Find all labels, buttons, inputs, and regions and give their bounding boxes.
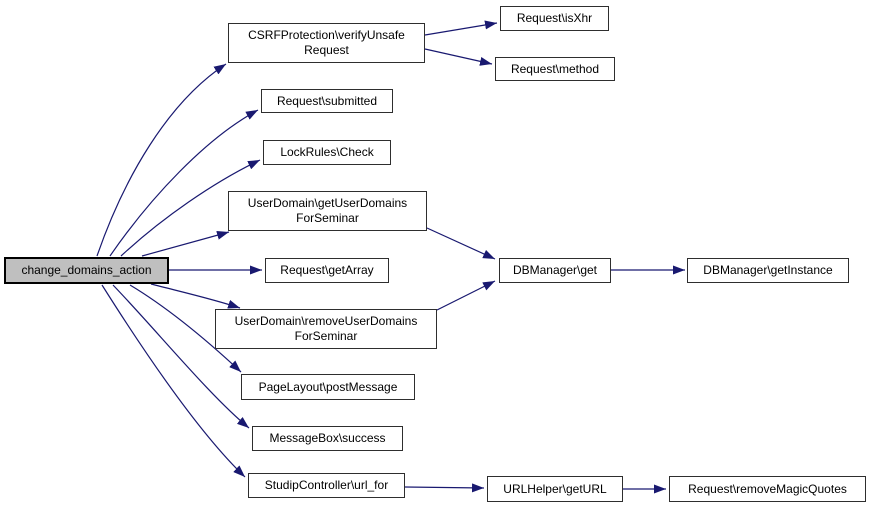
node-label: Request\isXhr: [516, 11, 593, 25]
edge-studipcontroller-url-for-to-urlhelper-geturl: [404, 483, 485, 493]
edge-userdomain-getuserdomainsforseminar-to-dbmanager-get: [426, 227, 496, 260]
node-dbmanager-getinstance[interactable]: DBManager\getInstance: [687, 258, 849, 283]
edge-change-domains-action-to-csrfprotection-verifyunsaferequest: [96, 63, 227, 257]
node-label: URLHelper\getURL: [503, 481, 607, 496]
node-label: Request\submitted: [276, 93, 378, 108]
edge-change-domains-action-to-userdomain-removeuserdomainsforseminar: [150, 283, 241, 309]
edge-change-domains-action-to-lockrules-check: [120, 159, 261, 257]
node-label: MessageBox\success: [269, 431, 386, 445]
node-change-domains-action: change_domains_action: [4, 257, 169, 284]
node-request-method[interactable]: Request\method: [495, 57, 615, 81]
node-label: Request\getArray: [280, 263, 374, 277]
edge-userdomain-removeuserdomainsforseminar-to-dbmanager-get: [436, 280, 496, 311]
node-label: ForSeminar: [294, 329, 358, 343]
node-pagelayout-postmessage[interactable]: PageLayout\postMessage: [241, 374, 415, 400]
node-label: DBManager\get: [512, 263, 598, 277]
node-label: Request: [304, 43, 349, 57]
edge-csrfprotection-verifyunsaferequest-to-request-isxhr: [424, 20, 498, 36]
node-label: change_domains_action: [21, 263, 152, 277]
node-label: PageLayout\postMessage: [258, 379, 398, 394]
edge-change-domains-action-to-pagelayout-postmessage: [129, 284, 242, 373]
node-label: UserDomain\getUserDomains: [247, 196, 408, 210]
node-label: DBManager\getInstance: [703, 263, 833, 277]
node-label: Request\removeMagicQuotes: [688, 481, 847, 496]
edge-change-domains-action-to-userdomain-getuserdomainsforseminar: [141, 230, 230, 257]
node-label: StudipController\url_for: [264, 478, 389, 492]
edge-change-domains-action-to-studipcontroller-url-for: [101, 284, 246, 478]
node-label: ForSeminar: [296, 211, 359, 225]
node-label: CSRFProtection\verifyUnsafe: [248, 28, 405, 42]
node-urlhelper-geturl[interactable]: URLHelper\getURL: [487, 476, 623, 502]
edge-csrfprotection-verifyunsaferequest-to-request-method: [424, 48, 493, 66]
node-request-removemagicquotes[interactable]: Request\removeMagicQuotes: [669, 476, 866, 502]
node-label: Request\method: [510, 61, 600, 76]
edge-change-domains-action-to-request-submitted: [109, 109, 259, 257]
node-dbmanager-get[interactable]: DBManager\get: [499, 258, 611, 283]
node-studipcontroller-url-for[interactable]: StudipController\url_for: [248, 473, 405, 498]
node-request-submitted[interactable]: Request\submitted: [261, 89, 393, 113]
node-request-isxhr[interactable]: Request\isXhr: [500, 6, 609, 31]
node-messagebox-success[interactable]: MessageBox\success: [252, 426, 403, 451]
edge-change-domains-action-to-messagebox-success: [112, 284, 250, 429]
node-request-getarray[interactable]: Request\getArray: [265, 258, 389, 283]
node-label: LockRules\Check: [280, 145, 374, 159]
node-lockrules-check[interactable]: LockRules\Check: [263, 140, 391, 165]
node-label: UserDomain\removeUserDomains: [234, 314, 418, 328]
